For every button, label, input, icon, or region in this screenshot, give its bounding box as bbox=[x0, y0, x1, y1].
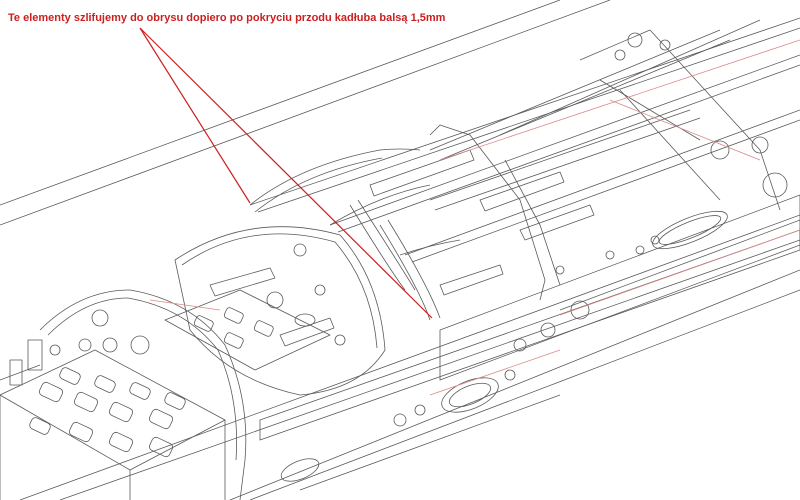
lightening-holes bbox=[280, 136, 788, 482]
former-rings bbox=[249, 148, 461, 321]
front-box bbox=[0, 349, 226, 500]
front-former bbox=[39, 289, 247, 500]
rear-frame bbox=[429, 29, 781, 301]
second-box bbox=[164, 289, 331, 371]
hidden-edges bbox=[149, 39, 800, 396]
upper-longerons bbox=[249, 17, 800, 263]
side-wall bbox=[229, 194, 800, 500]
small-tabs bbox=[9, 339, 43, 386]
leader-line-1 bbox=[139, 27, 251, 204]
dowels bbox=[209, 149, 595, 347]
leader-lines bbox=[139, 27, 433, 319]
leader-line-2 bbox=[139, 27, 433, 319]
annotation-label: Te elementy szlifujemy do obrysu dopiero… bbox=[8, 12, 446, 24]
round-former bbox=[174, 226, 386, 396]
